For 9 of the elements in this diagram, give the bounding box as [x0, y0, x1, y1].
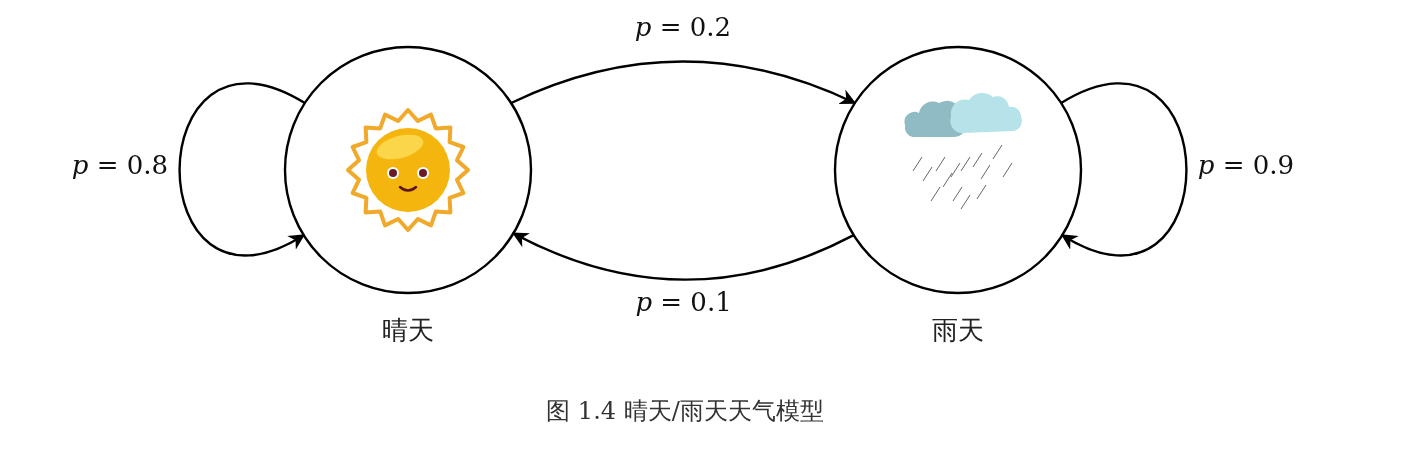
arrow	[178, 83, 306, 256]
state-label: 雨天	[932, 314, 984, 347]
state-label: 晴天	[382, 314, 434, 347]
arrow	[1060, 83, 1188, 256]
state-circle	[283, 45, 533, 345]
state-circle	[833, 45, 1083, 345]
caption: 图 1.4 晴天/雨天天气模型	[546, 396, 824, 427]
arrow	[510, 60, 857, 105]
arrow	[512, 232, 855, 281]
